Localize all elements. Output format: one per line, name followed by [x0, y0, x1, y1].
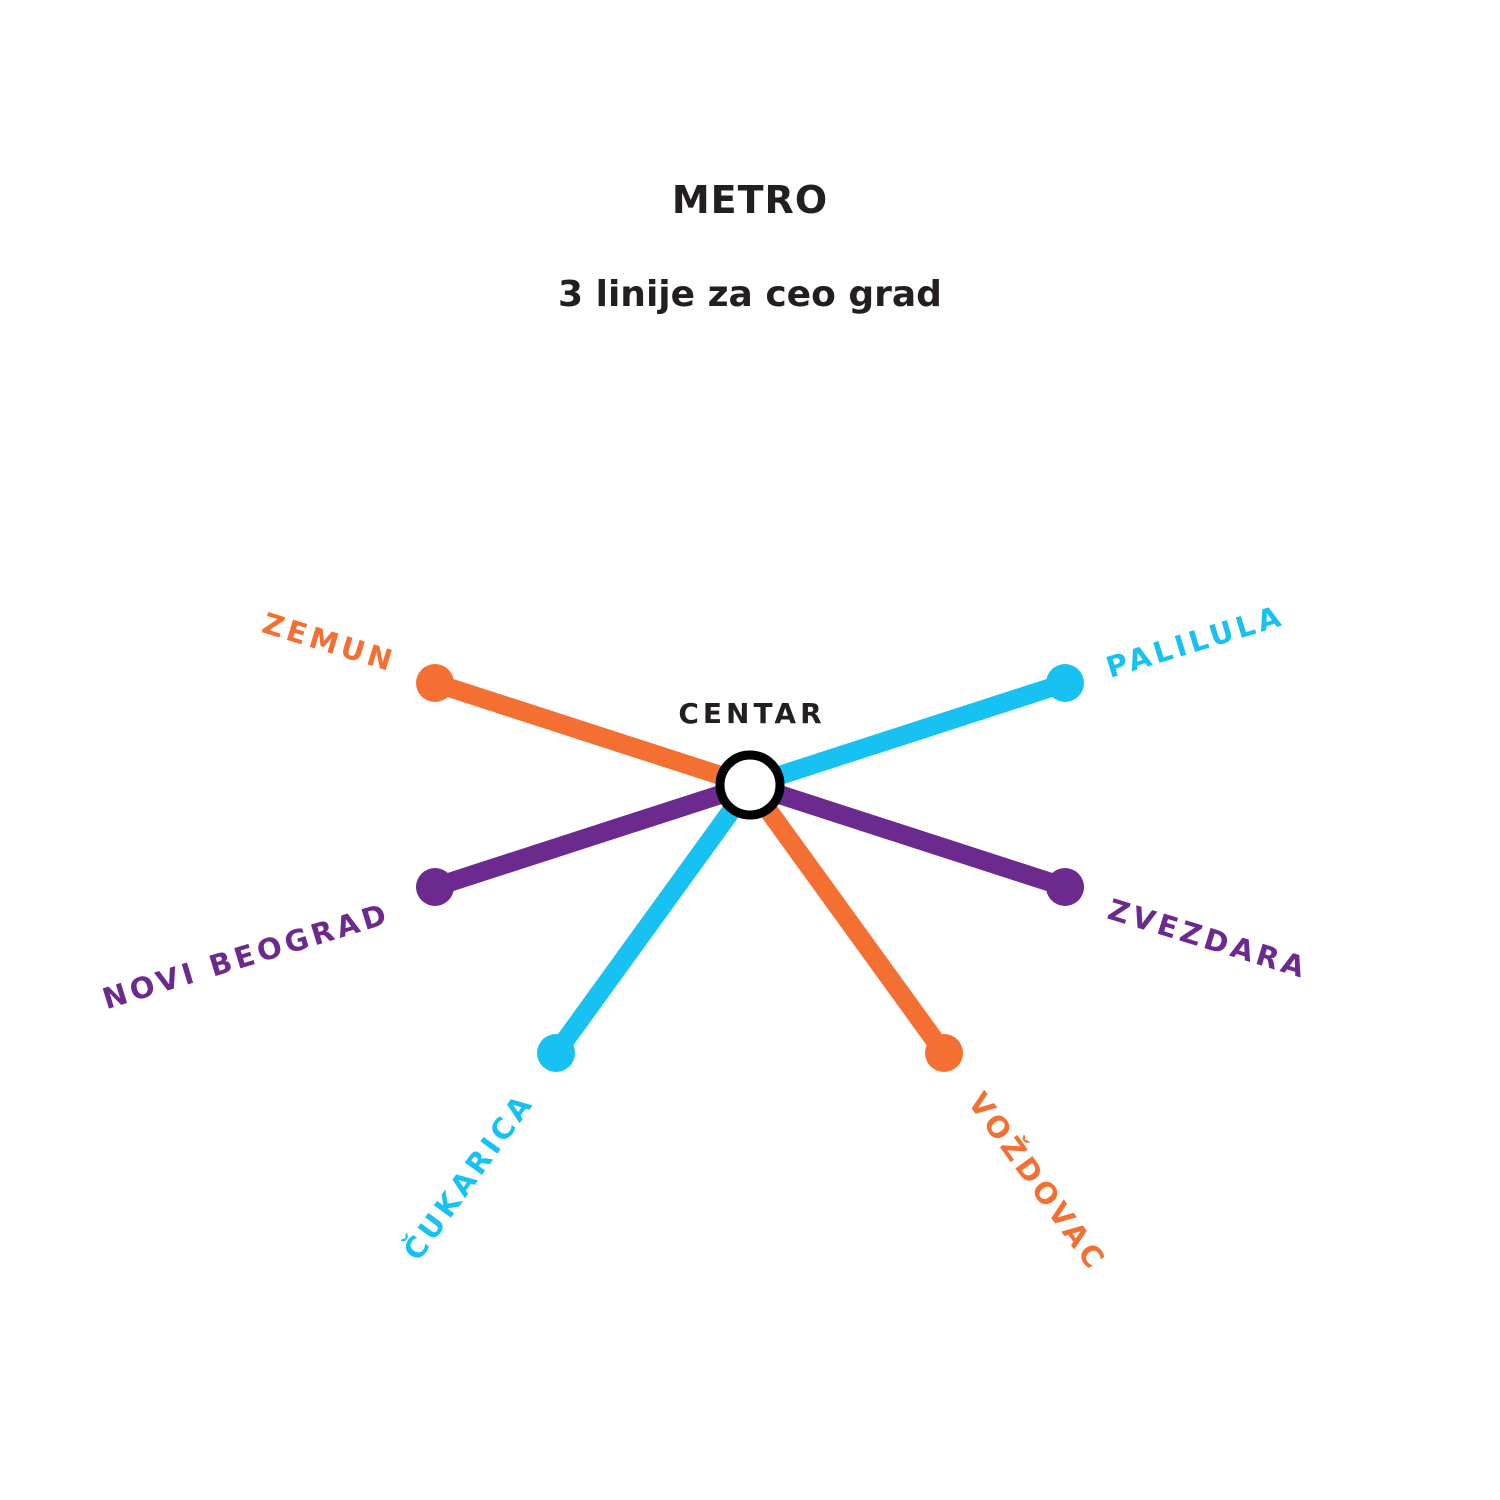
station-dot-palilula — [1046, 664, 1084, 702]
station-label-zemun: ZEMUN — [258, 606, 399, 679]
map-title: METRO — [671, 178, 829, 222]
station-dot-zvezdara — [1046, 868, 1084, 906]
line-segment-palilula — [740, 673, 1075, 795]
station-dot-cukarica — [537, 1034, 575, 1072]
line-segment-zvezdara — [740, 775, 1075, 897]
station-dot-zemun — [416, 664, 454, 702]
station-dot-vozdovac — [925, 1034, 963, 1072]
station-label-cukarica: ČUKARICA — [396, 1086, 540, 1267]
station-dot-novi-beograd — [416, 868, 454, 906]
line-segment-cukarica — [546, 775, 760, 1063]
line-segment-zemun — [425, 673, 760, 795]
map-subtitle: 3 linije za ceo grad — [558, 274, 942, 315]
line-segment-novi-beograd — [425, 775, 760, 897]
line-segment-vozdovac — [740, 775, 954, 1063]
station-label-vozdovac: VOŽDOVAC — [961, 1086, 1113, 1277]
station-label-zvezdara: ZVEZDARA — [1104, 892, 1312, 985]
station-label-novi-beograd: NOVI BEOGRAD — [98, 896, 394, 1016]
station-label-palilula: PALILULA — [1102, 598, 1288, 684]
hub-station-centar — [715, 750, 785, 820]
hub-label-centar: CENTAR — [678, 697, 825, 730]
